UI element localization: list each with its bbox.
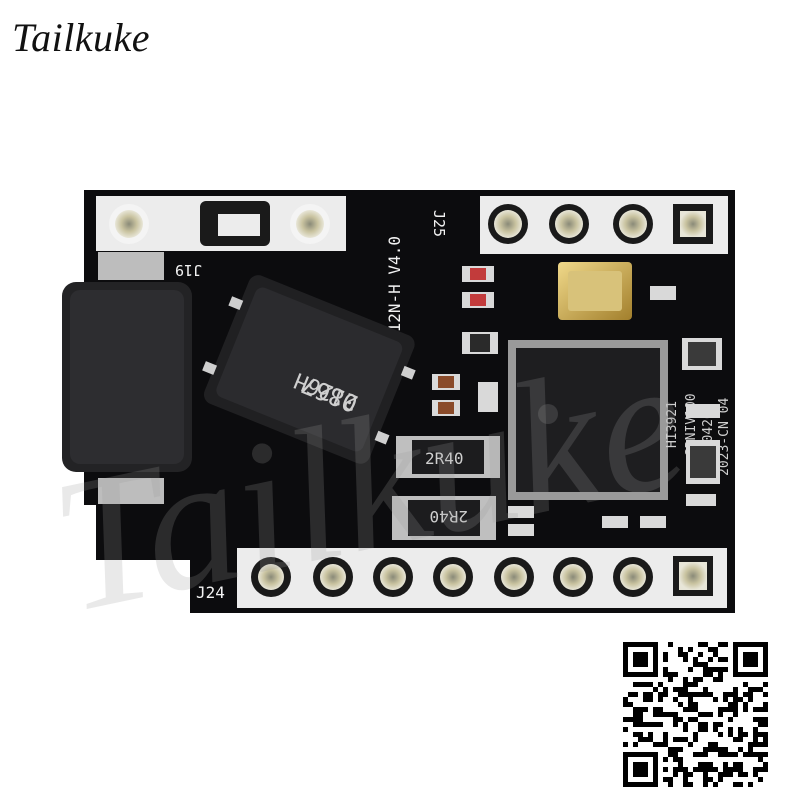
brand-logo-text: Tailkuke	[12, 15, 151, 60]
main-ic-chip: HI3921 SRNIV100 LP004202 2023-CN 04	[508, 340, 732, 500]
svg-text:2R40: 2R40	[429, 507, 468, 526]
inductor: 0867 2126H	[202, 275, 416, 464]
header-pads-top-left	[109, 204, 330, 244]
power-component-left	[62, 252, 192, 504]
header-pads-j25	[488, 204, 713, 244]
board-model-label: 312N-H V4.0	[385, 236, 404, 342]
ic-line-1: HI3921	[665, 401, 680, 448]
resistor-1: 2R40	[396, 436, 500, 478]
qr-code	[620, 640, 776, 788]
ic-line-4: 2023-CN 04	[717, 398, 732, 476]
svg-text:2R40: 2R40	[425, 449, 464, 468]
resistor-2: 2R40	[392, 496, 496, 540]
label-j24: J24	[196, 583, 225, 602]
smd-components	[432, 266, 722, 536]
label-j19: J19	[175, 261, 202, 279]
label-j25: J25	[430, 210, 448, 237]
header-pads-j24	[251, 556, 713, 597]
crystal-oscillator	[558, 262, 632, 320]
